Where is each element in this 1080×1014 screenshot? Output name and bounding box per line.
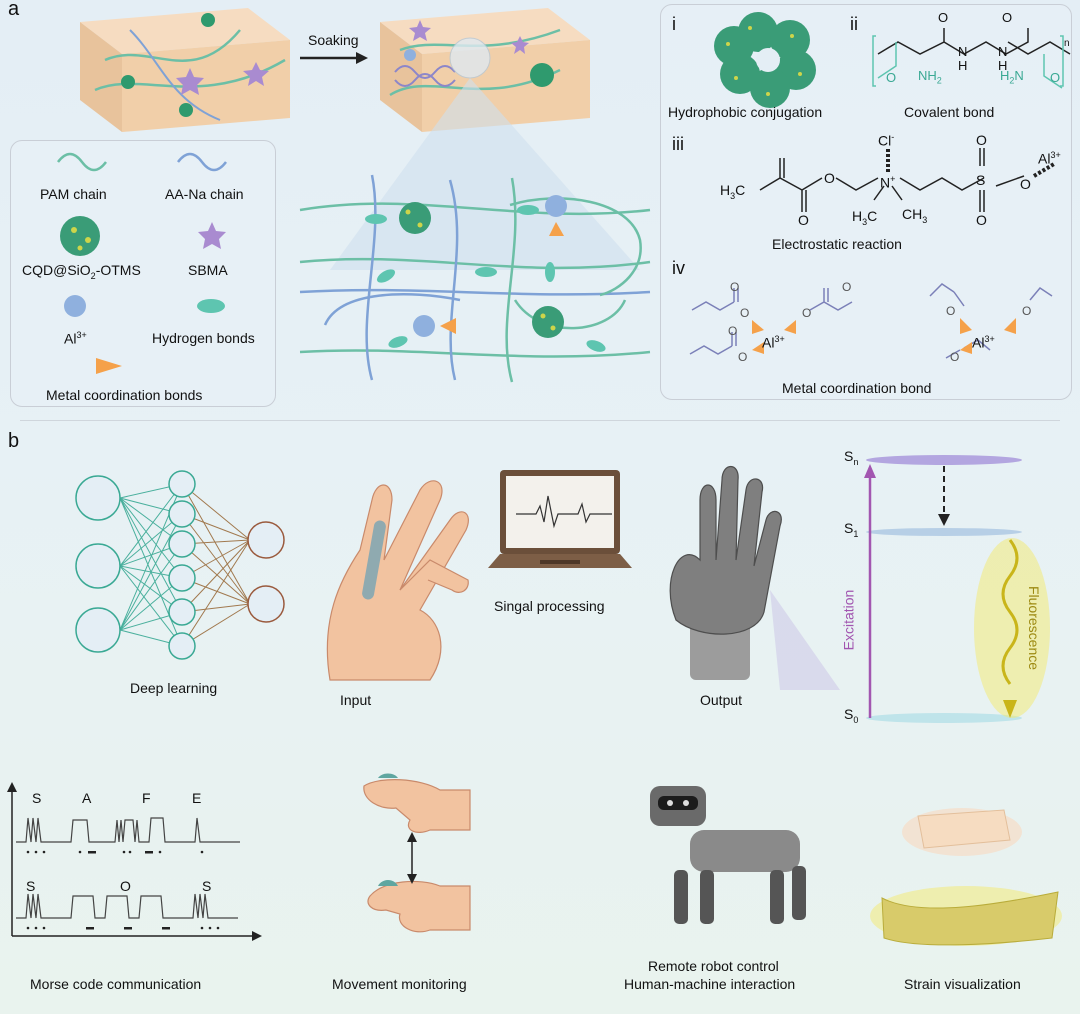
morse-row1-e: E (192, 790, 202, 806)
ii-n: n (1064, 38, 1070, 49)
caption-i: Hydrophobic conjugation (668, 104, 823, 120)
morse-caption: Morse code communication (30, 976, 202, 992)
ii-N1: N (958, 44, 968, 59)
iv-O-d: O (842, 280, 852, 294)
iv-Al-right: Al3+ (972, 334, 995, 351)
legend-hbond: Hydrogen bonds (152, 330, 255, 346)
robot-caption-line1: Remote robot control (648, 958, 779, 974)
iii-O4: O (976, 212, 987, 228)
hydrogel-block-2 (380, 8, 590, 132)
robot-caption-line2: Human-machine interaction (624, 976, 796, 992)
signal-processing-label: Singal processing (494, 598, 605, 614)
legend-sbma: SBMA (188, 262, 228, 278)
label-iii: iii (672, 134, 684, 154)
movement-caption: Movement monitoring (332, 976, 467, 992)
morse-row1-f: F (142, 790, 151, 806)
caption-ii: Covalent bond (904, 104, 995, 120)
strain-caption: Strain visualization (904, 976, 1021, 992)
morse-row2-s2: S (202, 878, 212, 894)
legend-metal: Metal coordination bonds (46, 387, 203, 403)
ii-O1: O (938, 10, 949, 25)
iv-O-g: O (946, 304, 956, 318)
panel-a-letter: a (8, 0, 20, 20)
iv-O-e: O (728, 324, 738, 338)
ii-H2N-right: H2N (1000, 68, 1024, 86)
morse-row2-o: O (120, 878, 131, 894)
ii-O2: O (1002, 10, 1013, 25)
panel-divider (20, 420, 1060, 421)
iii-N: N+ (880, 174, 896, 191)
level-s0: S0 (844, 706, 859, 725)
iv-O-b: O (740, 306, 750, 320)
legend-box (10, 140, 276, 407)
legend-cqd: CQD@SiO2-OTMS (22, 262, 141, 281)
caption-iii: Electrostatic reaction (772, 236, 902, 252)
iv-O-c: O (802, 306, 812, 320)
ii-O3: O (886, 70, 897, 85)
legend-al: Al3+ (64, 330, 87, 347)
iii-O2: O (798, 212, 809, 228)
ii-N2: N (998, 44, 1008, 59)
iii-H3C-2: H3C (852, 208, 878, 227)
ii-NH2-left: NH2 (918, 68, 942, 86)
ii-H1: H (958, 58, 968, 73)
panel-b-letter: b (8, 430, 20, 452)
iii-S: S (976, 172, 986, 188)
ii-H2: H (998, 58, 1008, 73)
morse-row1-s: S (32, 790, 42, 806)
deep-learning-label: Deep learning (130, 680, 218, 696)
fluorescence-label: Fluorescence (1026, 585, 1043, 671)
soaking-label: Soaking (308, 32, 359, 48)
label-iv: iv (672, 258, 685, 278)
iv-O-i: O (950, 350, 960, 364)
output-label: Output (700, 692, 743, 708)
excitation-label: Excitation (840, 589, 857, 651)
iii-Al: Al3+ (1038, 150, 1061, 167)
label-ii: ii (850, 14, 858, 34)
iii-Cl: Cl- (878, 132, 895, 149)
caption-iv: Metal coordination bond (782, 380, 932, 396)
hydrogel-block-1 (80, 8, 290, 132)
legend-aana: AA-Na chain (165, 186, 244, 202)
morse-row2-s1: S (26, 878, 36, 894)
iv-O-a: O (730, 280, 740, 294)
level-sn: Sn (844, 448, 859, 467)
level-s1: S1 (844, 520, 859, 539)
iii-H3C: H3C (720, 182, 746, 201)
iii-O1: O (824, 170, 835, 186)
morse-row1-a: A (82, 790, 92, 806)
iv-O-h: O (1022, 304, 1032, 318)
input-label: Input (340, 692, 372, 708)
iii-CH3: CH3 (902, 206, 928, 225)
legend-pam: PAM chain (40, 186, 107, 202)
iii-O3: O (976, 132, 987, 148)
label-i: i (672, 14, 676, 34)
mechanism-box (660, 4, 1072, 400)
ii-O4: O (1050, 70, 1061, 85)
iv-O-f: O (738, 350, 748, 364)
iii-O5: O (1020, 176, 1031, 192)
iv-Al-left: Al3+ (762, 334, 785, 351)
